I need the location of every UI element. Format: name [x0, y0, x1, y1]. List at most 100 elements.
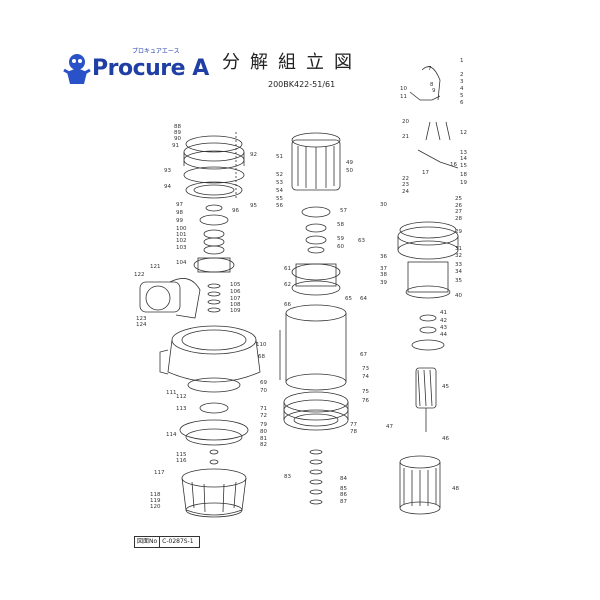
callout-1: 1: [460, 58, 464, 64]
mascot-icon: [63, 54, 91, 84]
callout-95: 95: [250, 203, 257, 209]
callout-48: 48: [452, 486, 459, 492]
callout-104: 104: [176, 260, 187, 266]
callout-110: 110: [256, 342, 267, 348]
callout-55: 55: [276, 196, 283, 202]
callout-61: 61: [284, 266, 291, 272]
impeller-and-strainer: [179, 402, 249, 518]
callout-2: 2: [460, 72, 464, 78]
callout-6: 6: [460, 100, 464, 106]
callout-7: 7: [428, 66, 432, 72]
stator-coil: [399, 455, 441, 515]
callout-98: 98: [176, 210, 183, 216]
callout-86: 86: [340, 492, 347, 498]
stator-cover-cylinder: [279, 304, 347, 391]
drawing-number-box: 図面No C-0287S-1: [134, 536, 200, 548]
callout-94: 94: [164, 184, 171, 190]
callout-63: 63: [358, 238, 365, 244]
callout-4: 4: [460, 86, 464, 92]
motor-frame: [397, 221, 459, 299]
callout-101: 101: [176, 232, 187, 238]
callout-52: 52: [276, 172, 283, 178]
callout-53: 53: [276, 180, 283, 186]
model-number: 200BK422-51/61: [268, 80, 336, 89]
callout-119: 119: [150, 498, 161, 504]
motor-housing: [291, 132, 341, 191]
callout-47: 47: [386, 424, 393, 430]
callout-85: 85: [340, 486, 347, 492]
callout-83: 83: [284, 474, 291, 480]
callout-32: 32: [455, 253, 462, 259]
callout-79: 79: [260, 422, 267, 428]
callout-59: 59: [337, 236, 344, 242]
callout-74: 74: [362, 374, 369, 380]
callout-100: 100: [176, 226, 187, 232]
callout-123: 123: [136, 316, 147, 322]
callout-36: 36: [380, 254, 387, 260]
callout-118: 118: [150, 492, 161, 498]
drawing-number-label: 図面No: [137, 538, 158, 545]
callout-34: 34: [455, 269, 462, 275]
callout-113: 113: [176, 406, 187, 412]
callout-30: 30: [380, 202, 387, 208]
logo-wordmark: Procure A: [92, 56, 209, 81]
callout-19: 19: [460, 180, 467, 186]
callout-65: 65: [345, 296, 352, 302]
callout-66: 66: [284, 302, 291, 308]
callout-37: 37: [380, 266, 387, 272]
callout-16: 16: [450, 162, 457, 168]
callout-115: 115: [176, 452, 187, 458]
callout-114: 114: [166, 432, 177, 438]
callout-29: 29: [455, 229, 462, 235]
callout-20: 20: [402, 119, 409, 125]
callout-62: 62: [284, 282, 291, 288]
callout-13: 13: [460, 150, 467, 156]
callout-108: 108: [230, 302, 241, 308]
callout-81: 81: [260, 436, 267, 442]
callout-78: 78: [350, 429, 357, 435]
callout-122: 122: [134, 272, 145, 278]
callout-73: 73: [362, 366, 369, 372]
callout-64: 64: [360, 296, 367, 302]
callout-82: 82: [260, 442, 267, 448]
callout-102: 102: [176, 238, 187, 244]
callout-11: 11: [400, 94, 407, 100]
callout-112: 112: [176, 394, 187, 400]
callout-26: 26: [455, 203, 462, 209]
callout-15: 15: [460, 163, 467, 169]
callout-70: 70: [260, 388, 267, 394]
callout-17: 17: [422, 170, 429, 176]
logo-subtext: プロキュアエース: [132, 48, 180, 55]
callout-107: 107: [230, 296, 241, 302]
oil-chamber-casing: [283, 391, 349, 431]
callout-75: 75: [362, 389, 369, 395]
callout-76: 76: [362, 398, 369, 404]
callout-111: 111: [166, 390, 177, 396]
callout-57: 57: [340, 208, 347, 214]
callout-40: 40: [455, 293, 462, 299]
callout-43: 43: [440, 325, 447, 331]
callout-106: 106: [230, 289, 241, 295]
callout-105: 105: [230, 282, 241, 288]
callout-90: 90: [174, 136, 181, 142]
callout-25: 25: [455, 196, 462, 202]
callout-9: 9: [432, 88, 436, 94]
procure-a-logo: プロキュアエース Procure A: [62, 48, 212, 88]
callout-8: 8: [430, 82, 434, 88]
callout-35: 35: [455, 278, 462, 284]
callout-33: 33: [455, 262, 462, 268]
callout-56: 56: [276, 203, 283, 209]
callout-92: 92: [250, 152, 257, 158]
callout-58: 58: [337, 222, 344, 228]
callout-77: 77: [350, 422, 357, 428]
callout-117: 117: [154, 470, 165, 476]
callout-96: 96: [232, 208, 239, 214]
callout-39: 39: [380, 280, 387, 286]
callout-91: 91: [172, 143, 179, 149]
callout-67: 67: [360, 352, 367, 358]
cable-assembly: [409, 66, 459, 169]
callout-84: 84: [340, 476, 347, 482]
callout-124: 124: [136, 322, 147, 328]
